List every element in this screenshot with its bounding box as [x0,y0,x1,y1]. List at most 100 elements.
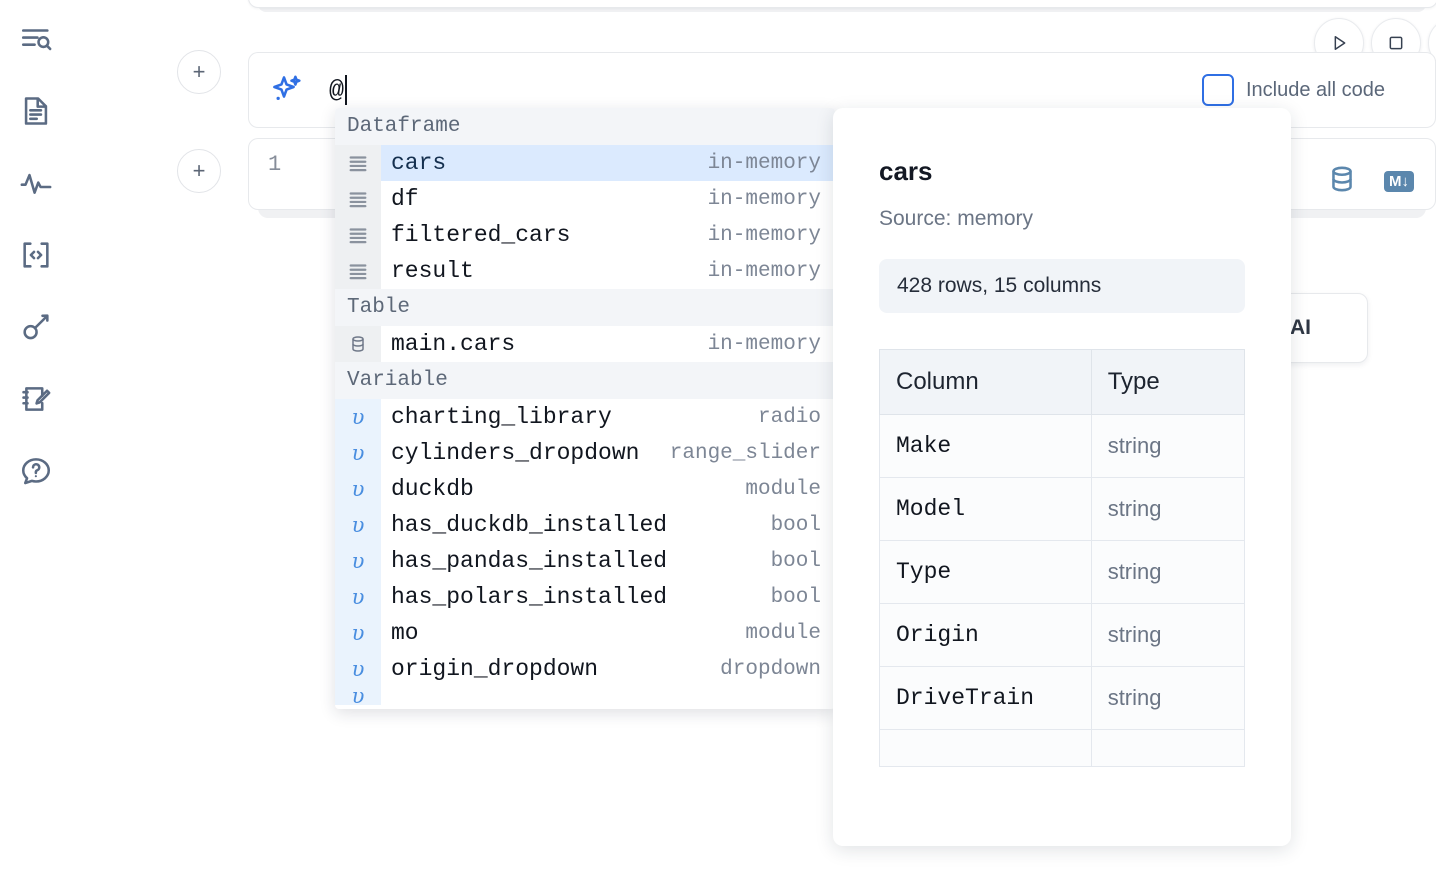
completion-item[interactable]: υ has_pandas_installed bool [335,543,835,579]
completion-item-kind: in-memory [707,332,821,356]
schema-column-type [1090,729,1246,767]
completion-item[interactable]: main.cars in-memory [335,326,835,362]
completion-item-name: df [391,186,419,212]
schema-column-type: string [1090,540,1246,604]
sparkle-icon [269,72,305,108]
variable-icon: υ [335,615,381,651]
completion-item[interactable]: df in-memory [335,181,835,217]
include-all-code-toggle[interactable]: Include all code [1202,74,1385,106]
sidebar-item-activity[interactable] [13,160,59,206]
notebook-cell-above [248,0,1436,8]
include-all-code-checkbox[interactable] [1202,74,1234,106]
sidebar-item-scratchpad[interactable] [13,376,59,422]
sidebar-item-explore-notebook[interactable] [13,16,59,62]
database-icon[interactable] [1326,163,1358,200]
variable-icon: υ [335,399,381,435]
sidebar-item-file[interactable] [13,88,59,134]
sidebar-item-secrets[interactable] [13,304,59,350]
completion-item-name: has_pandas_installed [391,548,668,574]
schema-column-type: string [1090,414,1246,478]
completion-item[interactable]: υ has_polars_installed bool [335,579,835,615]
dataframe-icon [335,253,381,289]
sidebar-item-snippets[interactable] [13,232,59,278]
completion-item-kind: bool [770,549,821,573]
database-icon [335,326,381,362]
dataframe-icon [335,181,381,217]
schema-column-name: Model [879,477,1092,541]
variable-icon: υ [335,471,381,507]
cell-shadow-top [258,4,1426,12]
play-icon [1334,36,1346,50]
variable-icon: υ [335,435,381,471]
key-icon [19,310,53,344]
completion-item-partial[interactable]: υ [335,687,835,705]
completion-item-name: charting_library [391,404,612,430]
completion-item-kind: radio [757,405,821,429]
completion-item-kind: bool [770,513,821,537]
preview-shape-badge: 428 rows, 15 columns [879,259,1245,313]
preview-source: Source: memory [879,207,1034,230]
completion-item-kind: in-memory [707,187,821,211]
completion-item-kind: in-memory [707,259,821,283]
completion-item-name: filtered_cars [391,222,571,248]
include-all-code-label: Include all code [1246,78,1385,101]
completion-section-header: Dataframe [335,108,835,145]
list-search-icon [19,22,53,56]
schema-row-partial [879,729,1246,767]
ai-prompt-input[interactable]: @ [329,75,348,105]
completion-item[interactable]: υ charting_library radio [335,399,835,435]
add-cell-below-button[interactable]: + [177,149,221,193]
markdown-badge[interactable]: M↓ [1384,171,1414,192]
variable-icon: υ [335,651,381,687]
completion-item-kind: in-memory [707,151,821,175]
completion-item-name: result [391,258,474,284]
variable-icon: υ [335,507,381,543]
completion-item-name: has_duckdb_installed [391,512,668,538]
ai-prompt-value: @ [329,75,345,105]
schema-column-name [879,729,1092,767]
code-brackets-icon [19,238,53,272]
completion-item-name: main.cars [391,331,516,357]
question-chat-icon [19,454,53,488]
sidebar-rail [0,0,72,874]
completion-item-name: has_polars_installed [391,584,668,610]
schema-header-type: Type [1090,349,1246,415]
sidebar-item-help[interactable] [13,448,59,494]
completion-item-name: origin_dropdown [391,656,599,682]
dataframe-preview-panel: cars Source: memory 428 rows, 15 columns… [833,108,1291,846]
completion-section-header: Table [335,289,835,326]
completion-item[interactable]: υ has_duckdb_installed bool [335,507,835,543]
completion-item-name: mo [391,620,419,646]
completion-item-kind: in-memory [707,223,821,247]
cell-toolbar: M↓ [1326,163,1414,200]
variable-icon: υ [335,579,381,615]
schema-header-row: Column Type [879,349,1246,415]
completion-item[interactable]: result in-memory [335,253,835,289]
completion-item-name: duckdb [391,476,474,502]
completion-item[interactable]: cars in-memory [335,145,835,181]
completion-item[interactable]: filtered_cars in-memory [335,217,835,253]
add-cell-above-button[interactable]: + [177,50,221,94]
completion-item-kind: bool [770,585,821,609]
variable-icon: υ [335,543,381,579]
line-number: 1 [268,152,282,177]
variable-icon: υ [335,687,381,705]
completion-item-name: cars [391,150,447,176]
completion-item-kind: range_slider [669,441,821,465]
schema-column-type: string [1090,603,1246,667]
schema-column-name: DriveTrain [879,666,1092,730]
dataframe-icon [335,217,381,253]
schema-column-type: string [1090,477,1246,541]
notebook-pencil-icon [19,382,53,416]
text-caret [345,75,348,105]
